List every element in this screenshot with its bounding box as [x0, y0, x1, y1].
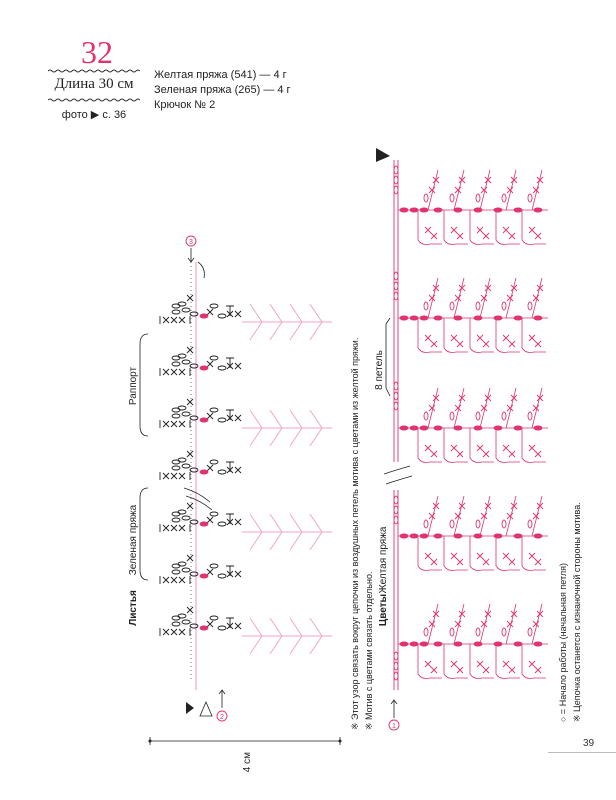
- wavy-divider-top: [48, 69, 140, 73]
- marker-1: 1: [392, 723, 396, 730]
- legend-chain-note: ※ Цепочка останется с изнаночной стороны…: [572, 502, 582, 722]
- wavy-divider-bottom: [48, 98, 140, 102]
- marker-3: 3: [189, 239, 193, 246]
- materials-list: Желтая пряжа (541) — 4 г Зеленая пряжа (…: [154, 68, 291, 113]
- yellow-yarn-label: Желтая пряжа: [378, 526, 389, 593]
- flowers-label: Цветы: [378, 594, 389, 626]
- left-note-2: ※ Мотив с цветами связать отдельно.: [364, 572, 374, 730]
- material-hook: Крючок № 2: [154, 99, 216, 111]
- material-yellow-yarn: Желтая пряжа (541) — 4 г: [154, 69, 287, 81]
- photo-reference: фото ▶ с. 36: [61, 109, 127, 121]
- chain-count-label: 8 петель: [374, 350, 385, 390]
- left-note-1: ※ Этот узор связать вокруг цепочки из во…: [350, 338, 360, 730]
- flowers-labels: 8 петель Желтая пряжа Цветы 1 ○ = Начало…: [374, 350, 582, 730]
- leaves-labels: Раппорт Зеленая пряжа Листья 3 2 4 см ※ …: [128, 239, 374, 772]
- flowers-chart: [376, 148, 548, 731]
- pattern-number: 32: [81, 34, 113, 70]
- leaves-label: Листья: [128, 590, 139, 626]
- length-label: Длина 30 см: [54, 76, 134, 92]
- legend-start: ○ = Начало работы (начальная петля): [558, 563, 568, 722]
- leaves-chart: [139, 235, 342, 745]
- marker-2: 2: [220, 714, 224, 721]
- rapport-label: Раппорт: [128, 366, 139, 405]
- page-footer-rule: [548, 752, 616, 753]
- chain-ellipses: [393, 165, 399, 681]
- green-yarn-label: Зеленая пряжа: [128, 504, 139, 575]
- material-green-yarn: Зеленая пряжа (265) — 4 г: [154, 84, 291, 96]
- width-label: 4 см: [242, 752, 253, 772]
- page-number: 39: [583, 738, 595, 749]
